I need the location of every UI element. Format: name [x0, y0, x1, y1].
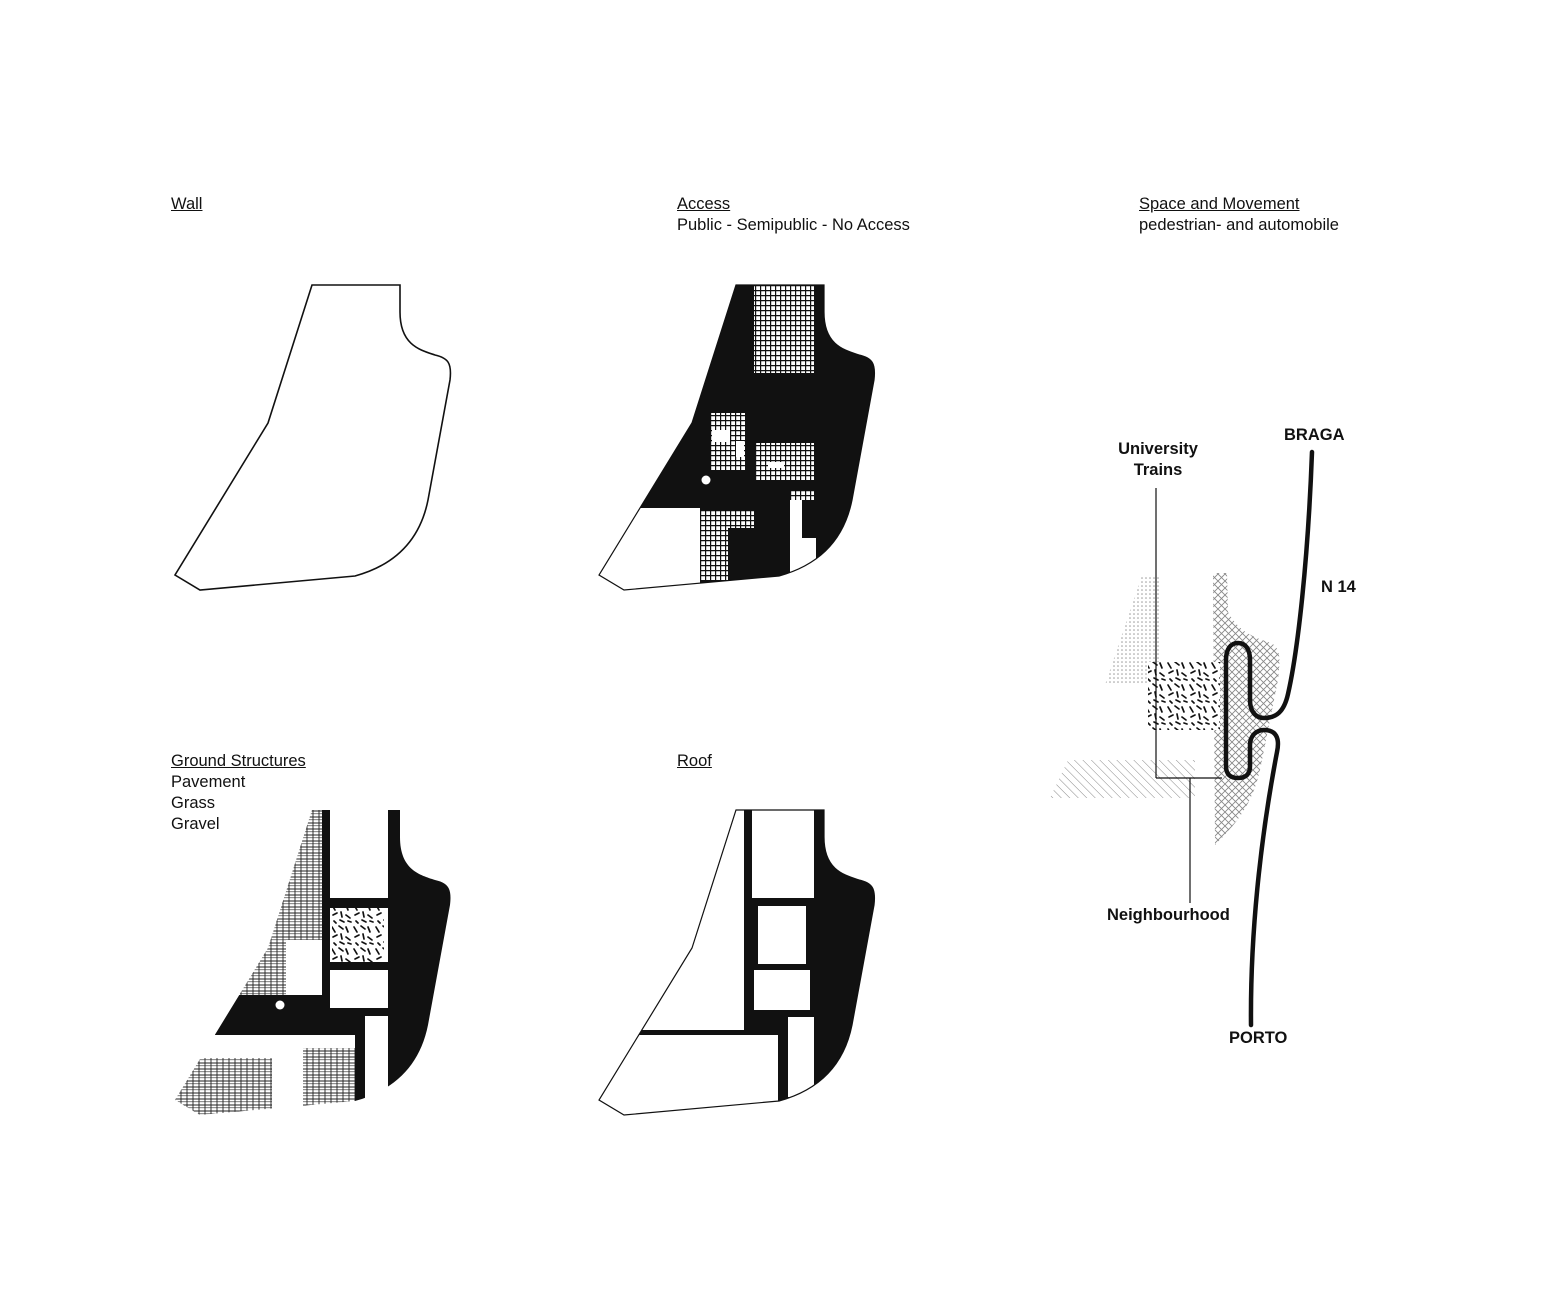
space-title: Space and Movement [1139, 195, 1300, 213]
n14-label: N 14 [1321, 578, 1357, 596]
hatched-zone [1050, 760, 1195, 798]
roof-opening-3 [754, 970, 810, 1010]
n14-road [1223, 449, 1315, 1028]
ground-title: Ground Structures [171, 752, 306, 770]
roof-opening-2 [758, 906, 806, 964]
ground-plan [175, 810, 451, 1115]
wall-title: Wall [171, 195, 203, 213]
access-point-marker [701, 475, 711, 485]
access-caption: Access Public - Semipublic - No Access [677, 194, 910, 236]
ground-item-grass: Grass [171, 794, 216, 812]
university-label-line2: Trains [1134, 461, 1183, 479]
braga-label: BRAGA [1284, 426, 1345, 444]
ground-point-marker [275, 1000, 285, 1010]
porto-label: PORTO [1229, 1029, 1288, 1047]
gravel-area [332, 908, 384, 962]
wall-outline [174, 284, 452, 591]
ground-caption: Ground Structures Pavement Grass Gravel [171, 751, 306, 835]
access-title: Access [677, 195, 731, 213]
ground-item-gravel: Gravel [171, 815, 220, 833]
pavement-east [388, 810, 451, 1105]
roof-open-west [599, 810, 744, 1060]
ground-item-pavement: Pavement [171, 773, 246, 791]
roof-title: Roof [677, 752, 712, 770]
semipublic-area-north [754, 285, 814, 373]
space-subtitle: pedestrian- and automobile [1139, 216, 1339, 234]
roof-plan [598, 809, 876, 1116]
semipublic-area-center [756, 443, 814, 481]
access-outline [598, 284, 876, 591]
university-label-line1: University [1118, 440, 1199, 458]
access-plan [598, 284, 876, 591]
grass-area-south [175, 1058, 272, 1115]
space-caption: Space and Movement pedestrian- and autom… [1139, 194, 1339, 236]
roof-caption: Roof [677, 751, 712, 772]
roof-opening-4 [788, 1017, 814, 1097]
site-block [1148, 662, 1220, 730]
roof-opening-1 [752, 810, 814, 898]
grass-area-mid [303, 1048, 355, 1106]
wall-plan [174, 284, 452, 591]
access-subtitle: Public - Semipublic - No Access [677, 216, 910, 234]
neighbourhood-label: Neighbourhood [1107, 906, 1230, 924]
space-movement-map: University Trains BRAGA N 14 Neighbourho… [1050, 426, 1357, 1047]
roof-outline [598, 809, 876, 1116]
wall-caption: Wall [171, 194, 202, 215]
university-zone [1105, 575, 1160, 685]
